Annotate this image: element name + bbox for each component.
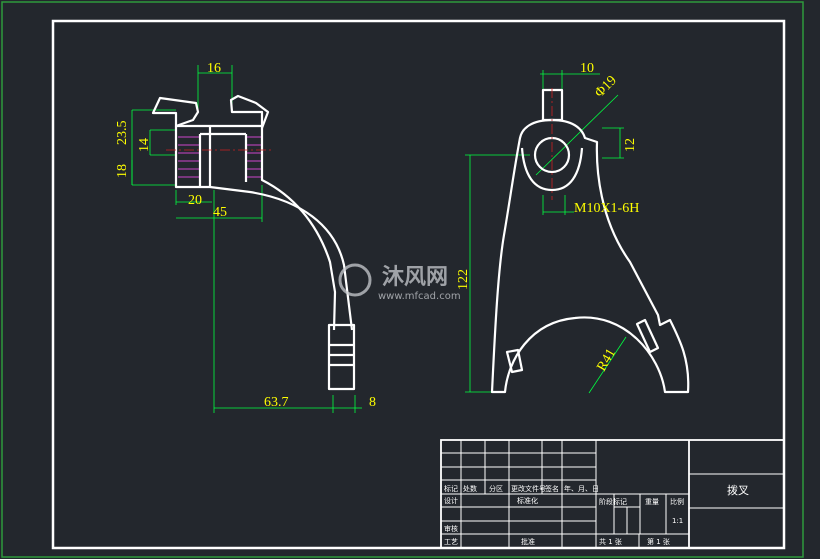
watermark: 沐风网 www.mfcad.com [338, 263, 461, 302]
dim-63-7: 63.7 [264, 395, 289, 410]
title-block-grid [440, 439, 785, 549]
label-process: 工艺 [444, 538, 458, 546]
right-view: 10 Φ19 12 M10X1-6H 122 R41 [456, 61, 690, 394]
dim-10: 10 [580, 61, 594, 76]
hdr-signature: 签名 [545, 484, 559, 493]
sheet-no: 第 1 张 [647, 537, 670, 546]
inner-border [51, 19, 786, 550]
right-view-outline [490, 88, 690, 394]
dim-12: 12 [623, 138, 638, 152]
dim-18: 18 [115, 164, 130, 178]
label-scale: 比例 [670, 497, 684, 506]
hdr-mark: 标记 [444, 484, 458, 493]
hdr-count: 处数 [463, 484, 477, 493]
dim-14: 14 [137, 138, 152, 152]
label-approve: 批准 [521, 537, 535, 546]
watermark-logo-icon [338, 263, 372, 297]
dim-23-5: 23.5 [115, 121, 130, 146]
scale-value: 1:1 [672, 517, 683, 525]
hdr-change-doc: 更改文件号 [511, 484, 546, 493]
left-view-hatch [178, 136, 262, 178]
dim-45: 45 [213, 205, 227, 220]
label-review: 审核 [444, 524, 458, 533]
left-view-dim-lines [131, 65, 362, 413]
hdr-zone: 分区 [489, 484, 503, 493]
label-design: 设计 [444, 496, 458, 505]
watermark-url: www.mfcad.com [378, 291, 461, 302]
dim-16: 16 [207, 61, 221, 76]
outer-frame [1, 1, 804, 558]
left-view-outline [151, 94, 356, 391]
dim-thread: M10X1-6H [574, 201, 639, 216]
dim-20: 20 [188, 193, 202, 208]
label-standard: 标准化 [517, 496, 538, 505]
left-view: 16 23.5 14 18 20 45 63.7 8 [115, 61, 376, 413]
title-block: 标记 处数 分区 更改文件号 签名 年、月、日 设计 标准化 审核 工艺 批准 … [440, 439, 785, 549]
dim-122: 122 [456, 269, 471, 290]
dim-r41: R41 [594, 346, 619, 374]
total-sheets: 共 1 张 [599, 537, 622, 546]
watermark-brand: 沐风网 [382, 265, 448, 290]
right-view-dim-lines [465, 70, 627, 394]
part-name: 拨叉 [727, 483, 749, 497]
label-stage-mark: 阶段标记 [599, 497, 627, 506]
dim-8: 8 [369, 395, 376, 410]
hdr-date: 年、月、日 [564, 484, 599, 493]
label-weight: 重量 [645, 498, 659, 506]
